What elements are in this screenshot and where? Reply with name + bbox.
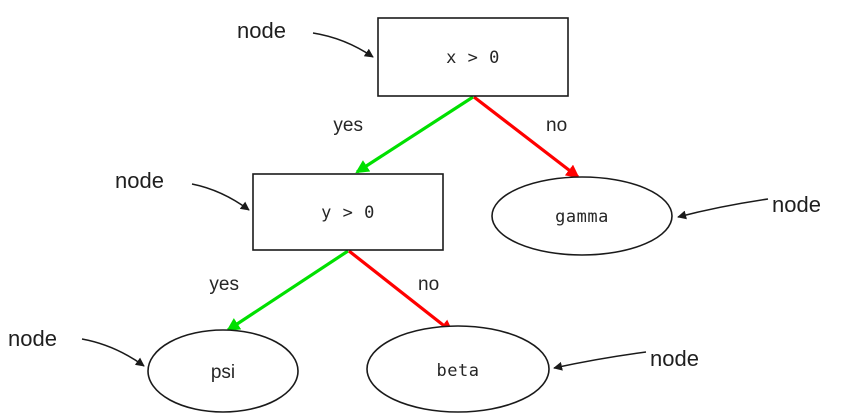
edge-root-yes-line	[355, 95, 474, 174]
edge-root-no-line	[473, 95, 580, 179]
node-beta-label: beta	[437, 361, 480, 381]
annotation-psi-label: node	[8, 326, 57, 351]
node-root-rect[interactable]	[377, 17, 569, 97]
annotation-inner-leader	[191, 183, 250, 211]
annotation-gamma-leader	[677, 198, 769, 220]
annotation-gamma: node	[677, 192, 821, 220]
node-root-label: x > 0	[446, 48, 500, 68]
node-psi-ellipse[interactable]	[147, 329, 299, 413]
edge-inner-yes-line	[226, 249, 349, 332]
edge-label-root-yes: yes	[333, 115, 363, 136]
edges-group: yes no yes no	[209, 95, 580, 334]
node-gamma[interactable]: gamma	[491, 176, 673, 256]
annotation-psi-leader	[81, 338, 145, 367]
node-beta-ellipse[interactable]	[366, 325, 550, 413]
node-inner[interactable]: y > 0	[252, 173, 444, 251]
nodes-group: x > 0 y > 0 gamma psi beta	[147, 17, 673, 413]
edge-label-inner-yes: yes	[209, 274, 239, 295]
node-psi-label: psi	[211, 362, 235, 383]
edge-label-root-no: no	[546, 115, 567, 136]
annotation-root-leader	[312, 32, 374, 58]
node-inner-rect[interactable]	[252, 173, 444, 251]
annotation-root: node	[237, 18, 374, 58]
annotation-inner: node	[115, 168, 250, 211]
annotation-inner-label: node	[115, 168, 164, 193]
annotations-group: node node node node node	[8, 18, 821, 371]
edge-root-no: no	[473, 95, 580, 179]
annotation-beta-leader	[553, 351, 647, 371]
annotation-gamma-label: node	[772, 192, 821, 217]
annotation-beta-label: node	[650, 346, 699, 371]
annotation-psi: node	[8, 326, 145, 367]
annotation-beta: node	[553, 346, 699, 371]
node-psi[interactable]: psi	[147, 329, 299, 413]
node-gamma-label: gamma	[555, 207, 609, 227]
edge-inner-no-line	[348, 249, 454, 334]
node-beta[interactable]: beta	[366, 325, 550, 413]
node-gamma-ellipse[interactable]	[491, 176, 673, 256]
edge-root-yes: yes	[333, 95, 474, 174]
edge-inner-no: no	[348, 249, 454, 334]
edge-label-inner-no: no	[418, 274, 439, 295]
annotation-root-label: node	[237, 18, 286, 43]
node-root[interactable]: x > 0	[377, 17, 569, 97]
node-inner-label: y > 0	[321, 203, 375, 223]
edge-inner-yes: yes	[209, 249, 349, 332]
